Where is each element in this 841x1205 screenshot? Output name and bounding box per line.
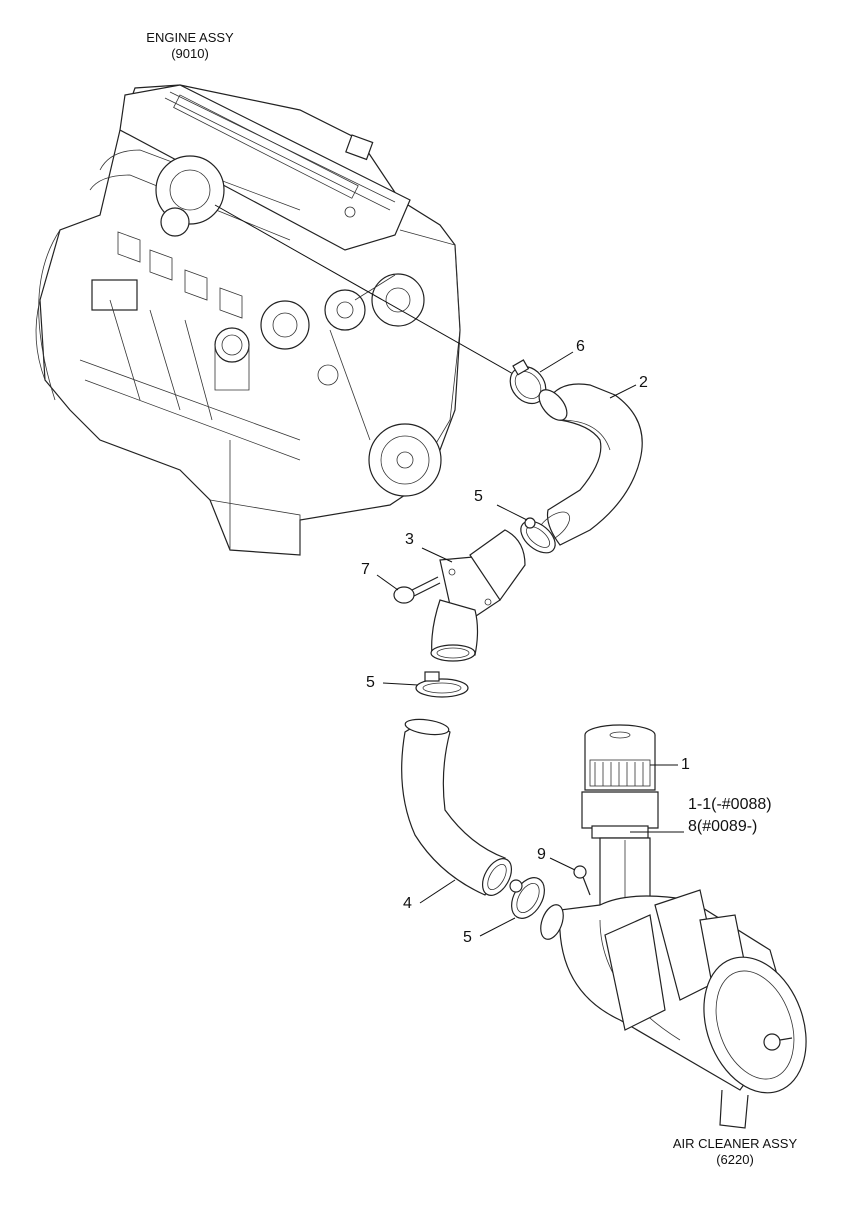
callout-8: 8(#0089-): [688, 818, 758, 835]
callout-5-middle: 5: [366, 674, 375, 691]
part-7-bolt: [393, 576, 441, 604]
part-5-hose-clamp-upper: [520, 517, 556, 554]
engine-assy-caption: ENGINE ASSY (9010): [120, 30, 260, 62]
part-9-indicator-plug: [573, 865, 591, 896]
engine-assy-code: (9010): [171, 46, 209, 61]
callout-6: 6: [576, 338, 585, 355]
callout-1-1: 1-1(-#0088): [688, 796, 772, 813]
air-cleaner-assy-title: AIR CLEANER ASSY: [672, 1136, 798, 1151]
callout-1: 1: [681, 756, 690, 773]
callout-9: 9: [537, 846, 546, 863]
callout-4: 4: [403, 895, 412, 912]
callout-7: 7: [361, 561, 370, 578]
part-5-hose-clamp-middle: [415, 671, 469, 698]
part-2-elbow-hose: [535, 383, 643, 546]
air-cleaner-assembly: [540, 724, 807, 1129]
air-cleaner-assy-caption: AIR CLEANER ASSY (6220): [650, 1136, 820, 1168]
callout-5-lower: 5: [463, 929, 472, 946]
part-4-lower-hose: [401, 718, 513, 896]
callout-3: 3: [405, 531, 414, 548]
engine-assy-title: ENGINE ASSY: [146, 30, 234, 45]
engine-assembly: [35, 84, 516, 556]
part-5-hose-clamp-lower: [509, 877, 545, 919]
air-cleaner-assy-code: (6220): [716, 1152, 754, 1167]
part-3-flanged-elbow: [430, 529, 526, 662]
callout-2: 2: [639, 374, 648, 391]
leader-lines: [376, 351, 684, 937]
callout-5-upper: 5: [474, 488, 483, 505]
